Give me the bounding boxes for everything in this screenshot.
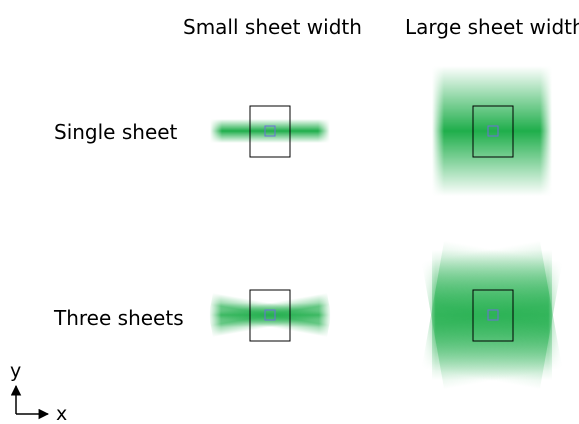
detection-region	[487, 125, 499, 137]
light-sheet	[210, 119, 330, 143]
three-light-sheets	[208, 292, 332, 338]
three-light-sheets	[421, 240, 563, 390]
sample-outline	[472, 289, 514, 342]
row-label-three-sheets: Three sheets	[54, 306, 184, 330]
x-axis-label: x	[56, 403, 67, 424]
detection-region	[264, 309, 276, 321]
sample-outline	[249, 105, 291, 158]
coordinate-axes: y x	[10, 360, 67, 424]
light-sheet	[432, 66, 552, 196]
sample-outline	[472, 105, 514, 158]
column-header-small-sheet-width: Small sheet width	[183, 15, 362, 39]
light-sheet-tilted-b	[421, 240, 563, 390]
panel-small-three-sheets	[208, 289, 332, 342]
panel-large-three-sheets	[421, 240, 563, 390]
row-label-single-sheet: Single sheet	[54, 120, 178, 144]
column-header-large-sheet-width: Large sheet width	[405, 15, 579, 39]
detection-region	[487, 309, 499, 321]
light-sheet-tilted-b	[208, 292, 332, 338]
detection-region	[264, 125, 276, 137]
panel-large-single-sheet	[432, 66, 552, 196]
y-axis-label: y	[10, 360, 21, 382]
panel-small-single-sheet	[210, 105, 330, 158]
sample-outline	[249, 289, 291, 342]
